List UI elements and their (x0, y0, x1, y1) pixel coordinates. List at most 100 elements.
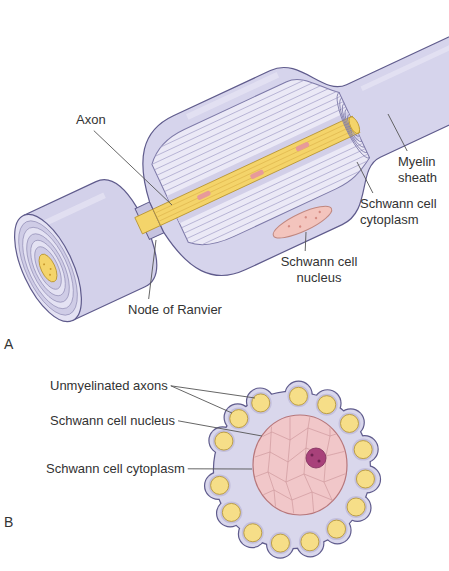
cell-lobe (210, 428, 236, 454)
unmyelinated-axon (328, 520, 346, 538)
cell-lobe (214, 392, 370, 548)
cell-lobe (247, 389, 273, 415)
cell-lobe (338, 409, 364, 435)
chromatin-dot (304, 216, 307, 219)
neurofilament (156, 121, 353, 213)
axon-profile (345, 496, 367, 518)
chromatin-dot (318, 210, 321, 213)
axon-profile (250, 392, 272, 414)
nucleolus-dot (318, 460, 321, 463)
axon-dot (43, 263, 46, 266)
cell-lobe-outline (225, 405, 251, 431)
cell-lobe (354, 466, 380, 492)
part-label: Schwann cell cytoplasm (360, 196, 446, 227)
cell-lobe-outline (297, 530, 323, 556)
chromatin-line (252, 448, 350, 462)
chromatin-net (252, 416, 350, 516)
axon-profile (316, 394, 338, 416)
unmyelinated-axon (244, 524, 262, 542)
axon-end (347, 115, 362, 135)
cell-lobe-outline (247, 389, 273, 415)
lamella-arc (334, 98, 367, 156)
axon-profile (228, 408, 250, 430)
lamella-arc (338, 103, 365, 149)
axon-dot (49, 273, 52, 276)
schwann-cell-outline (205, 382, 380, 558)
cell-lobe (352, 436, 378, 462)
part-label: Schwann cell nucleus (273, 254, 365, 285)
axon-pocket (242, 522, 264, 544)
chromatin-line (268, 418, 276, 512)
part-label: Schwann cell nucleus (50, 413, 175, 429)
axon-profile (287, 385, 309, 407)
axon-pocket (213, 430, 235, 452)
cell-lobe (297, 530, 323, 556)
axon-dot (49, 268, 52, 271)
unmyelinated-axon (354, 441, 372, 459)
unmyelinated-axons (209, 385, 377, 554)
unmyelinated-axon (222, 503, 240, 521)
axon-pocket (326, 518, 348, 540)
axon-pocket (250, 392, 272, 414)
unmyelinated-axon (341, 414, 359, 432)
part-label: Myelin sheath (398, 154, 444, 185)
myelin-lamellae (140, 66, 380, 253)
cell-lobe-outline (267, 532, 293, 558)
axon-profile (209, 474, 231, 496)
unmyelinated-axon (318, 396, 336, 414)
axon-profile (213, 430, 235, 452)
lamella (29, 243, 67, 293)
panel-letter: A (4, 336, 13, 353)
axon-profile (269, 532, 291, 554)
cell-lobe (344, 495, 370, 521)
axon-pocket (269, 532, 291, 554)
mitochondrion (295, 141, 310, 151)
axon-pocket (345, 496, 367, 518)
cell-lobe-outline (205, 473, 231, 499)
mitochondrion (250, 169, 265, 179)
cell-lobe (205, 473, 231, 499)
unmyelinated-axon (356, 470, 374, 488)
lamella-arc (341, 109, 362, 144)
cell-lobe (267, 532, 293, 558)
axon-profile (326, 518, 348, 540)
nucleolus (306, 448, 326, 468)
unmyelinated-axon (215, 432, 233, 450)
axon-pocket (299, 531, 321, 553)
chromatin-dot (299, 225, 302, 228)
cell-lobe-outline (352, 436, 378, 462)
axon-pocket (209, 474, 231, 496)
axon-profile (299, 531, 321, 553)
axon-profile (242, 522, 264, 544)
axon-profile (339, 412, 361, 434)
cell-lobe-outline (214, 392, 370, 548)
nucleus (253, 415, 347, 515)
highlight (362, 4, 449, 89)
axon-end (35, 251, 60, 284)
axon-profile (220, 501, 242, 523)
schwann-cell-cytoplasm (205, 382, 380, 558)
neurofilament (158, 125, 355, 217)
panel-letter: B (4, 514, 13, 531)
mitochondrion (196, 190, 211, 200)
schwann-cell (121, 0, 449, 294)
part-label: Unmyelinated axons (50, 378, 168, 394)
part-label: Schwann cell cytoplasm (46, 461, 185, 477)
chromatin-dot (287, 225, 290, 228)
cell-lobe (314, 390, 340, 416)
cutaway (144, 64, 375, 255)
axon-pocket (316, 394, 338, 416)
cell-lobe-outline (338, 409, 364, 435)
cell-lobe (225, 405, 251, 431)
unmyelinated-axon (289, 387, 307, 405)
chromatin-line (252, 472, 350, 482)
cell-lobe-outline (344, 495, 370, 521)
schwann-nucleus (270, 200, 336, 243)
cell-lobe-outline (314, 390, 340, 416)
axon-pocket (354, 468, 376, 490)
chromatin-line (255, 428, 348, 440)
cut-face (1, 205, 95, 331)
leader-line (388, 114, 407, 151)
leader-line (149, 240, 156, 299)
